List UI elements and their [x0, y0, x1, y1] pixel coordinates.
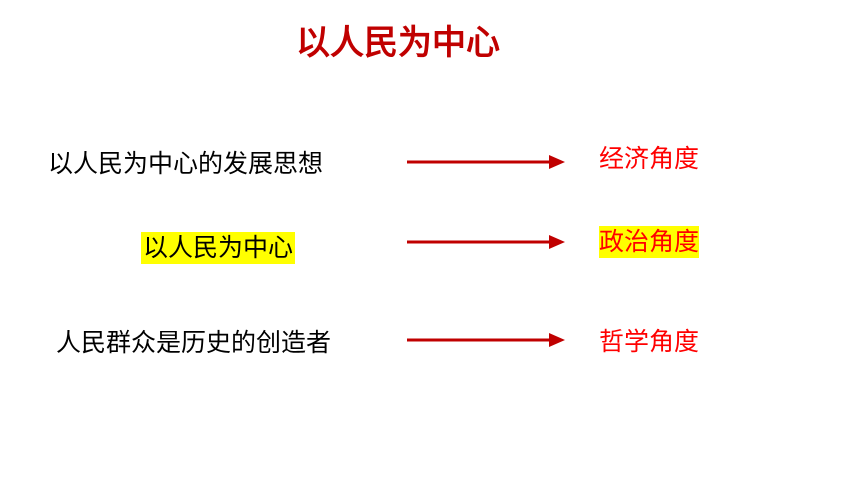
row-3-right-text: 哲学角度	[599, 327, 700, 356]
arrow-right-icon	[407, 235, 565, 249]
row-3-left-text: 人民群众是历史的创造者	[56, 328, 332, 357]
row-1-left-text: 以人民为中心的发展思想	[48, 149, 324, 178]
row-2-right-text: 政治角度	[599, 226, 700, 258]
arrow-right-icon	[407, 333, 565, 347]
row-1-right-text: 经济角度	[599, 144, 700, 173]
arrow-right-icon	[407, 155, 565, 169]
row-2-left-text: 以人民为中心	[141, 232, 296, 264]
page-title: 以人民为中心	[296, 23, 500, 63]
